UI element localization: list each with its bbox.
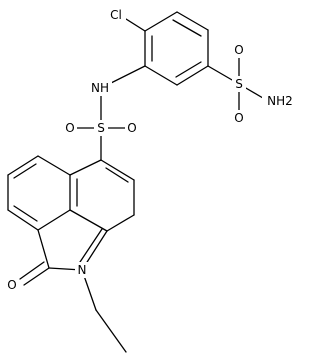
bond [144,65,178,86]
label-background [262,92,298,110]
bonds [7,11,269,353]
ketone-oxygen-label: O [7,278,16,292]
bond [106,214,135,232]
label-background [232,42,246,58]
label-background [75,262,89,278]
label-background [88,80,112,96]
oxygen-center-left-label: O [65,121,74,135]
label-background [5,277,19,293]
bond [19,261,45,280]
bond [77,228,103,266]
sulfur-right-label: S [235,77,243,91]
bond [13,205,38,222]
bond [172,19,202,37]
chlorine-label: Cl [110,8,122,22]
bond [95,309,127,353]
ring-nitrogen-label: N [78,263,87,277]
amine-nh-label: NH [91,81,109,95]
bond [7,155,39,176]
label-background [232,110,246,126]
atom-labels: Cl NH S O O NH2 S O O N O [5,7,298,293]
label-background [63,120,77,136]
label-background [94,120,108,136]
label-background [125,120,139,136]
bond [7,209,39,231]
bond [105,167,129,183]
bond [37,229,50,269]
bond [125,18,146,32]
bond [175,61,202,78]
bond [100,159,135,181]
bond [144,11,178,32]
bond [23,267,50,286]
bond [13,163,37,179]
bond [37,209,71,231]
label-background [232,76,246,92]
bond [69,159,102,176]
bond [176,65,209,86]
bond [69,209,108,232]
oxygen-right-upper-label: O [234,43,243,57]
oxygen-right-lower-label: O [234,111,243,125]
sulfur-center-label: S [97,121,105,135]
label-background [106,7,126,23]
molecule-diagram: Cl NH S O O NH2 S O O N O [5,7,298,353]
amide-nh2-label: NH2 [267,94,293,108]
bond [37,155,71,176]
oxygen-center-right-label: O [127,121,136,135]
bond [176,11,209,31]
